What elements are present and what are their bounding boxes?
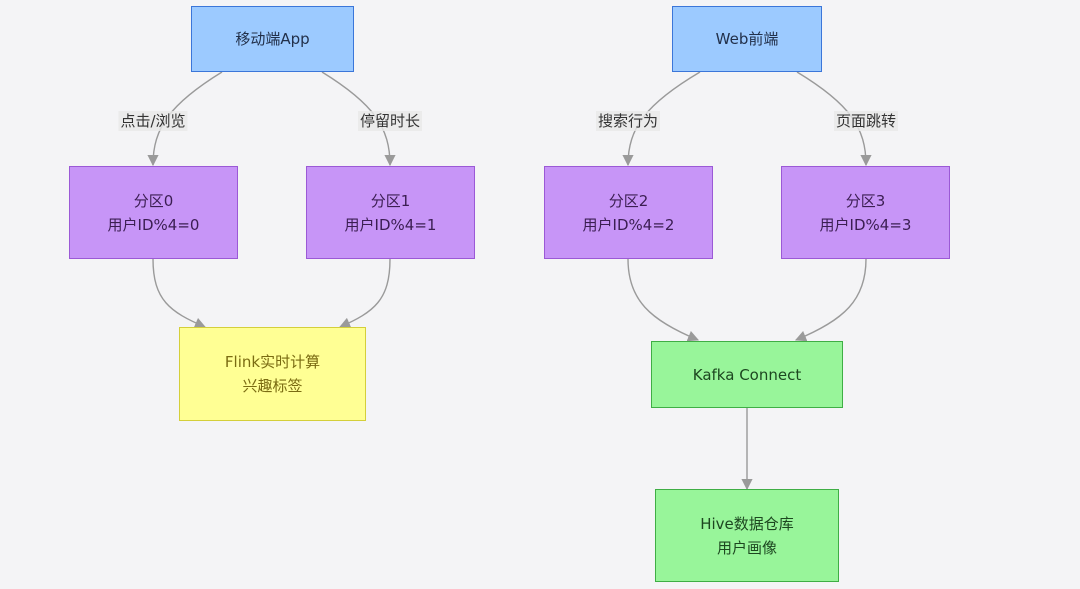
node-mobile-app: 移动端App	[191, 6, 354, 72]
node-hive-subtitle: 用户画像	[716, 538, 777, 557]
node-flink-title: Flink实时计算	[224, 353, 321, 371]
node-kafka-connect-title: Kafka Connect	[692, 365, 802, 384]
node-flink-subtitle: 兴趣标签	[242, 377, 303, 395]
node-web-frontend-title: Web前端	[715, 30, 779, 48]
node-partition2-rule: 用户ID%4=2	[582, 215, 675, 234]
node-partition3-title: 分区3	[845, 191, 886, 210]
node-kafka-connect: Kafka Connect	[651, 341, 843, 408]
node-hive: Hive数据仓库 用户画像	[655, 489, 839, 582]
edge-partition0-to-flink	[152, 258, 207, 329]
node-partition1-title: 分区1	[370, 191, 411, 210]
node-partition1-rule: 用户ID%4=1	[344, 215, 437, 234]
node-partition3: 分区3 用户ID%4=3	[781, 166, 950, 259]
node-partition0-rule: 用户ID%4=0	[107, 215, 200, 234]
node-mobile-app-title: 移动端App	[235, 30, 310, 48]
node-partition0-title: 分区0	[133, 191, 174, 210]
edge-label-click-browse: 点击/浏览	[118, 111, 188, 131]
node-web-frontend: Web前端	[672, 6, 822, 72]
edge-label-dwell-time: 停留时长	[357, 111, 423, 131]
edge-partition3-to-kafka	[794, 258, 867, 342]
node-partition1: 分区1 用户ID%4=1	[306, 166, 475, 259]
node-partition2-title: 分区2	[608, 191, 649, 210]
node-hive-title: Hive数据仓库	[700, 514, 794, 533]
edge-label-search-behavior: 搜索行为	[595, 111, 661, 131]
node-partition0: 分区0 用户ID%4=0	[69, 166, 238, 259]
edge-partition2-to-kafka	[627, 258, 700, 342]
node-partition2: 分区2 用户ID%4=2	[544, 166, 713, 259]
edge-partition1-to-flink	[338, 258, 391, 329]
node-partition3-rule: 用户ID%4=3	[819, 215, 912, 234]
node-flink: Flink实时计算 兴趣标签	[179, 327, 366, 421]
edge-label-page-navigation: 页面跳转	[833, 111, 899, 131]
